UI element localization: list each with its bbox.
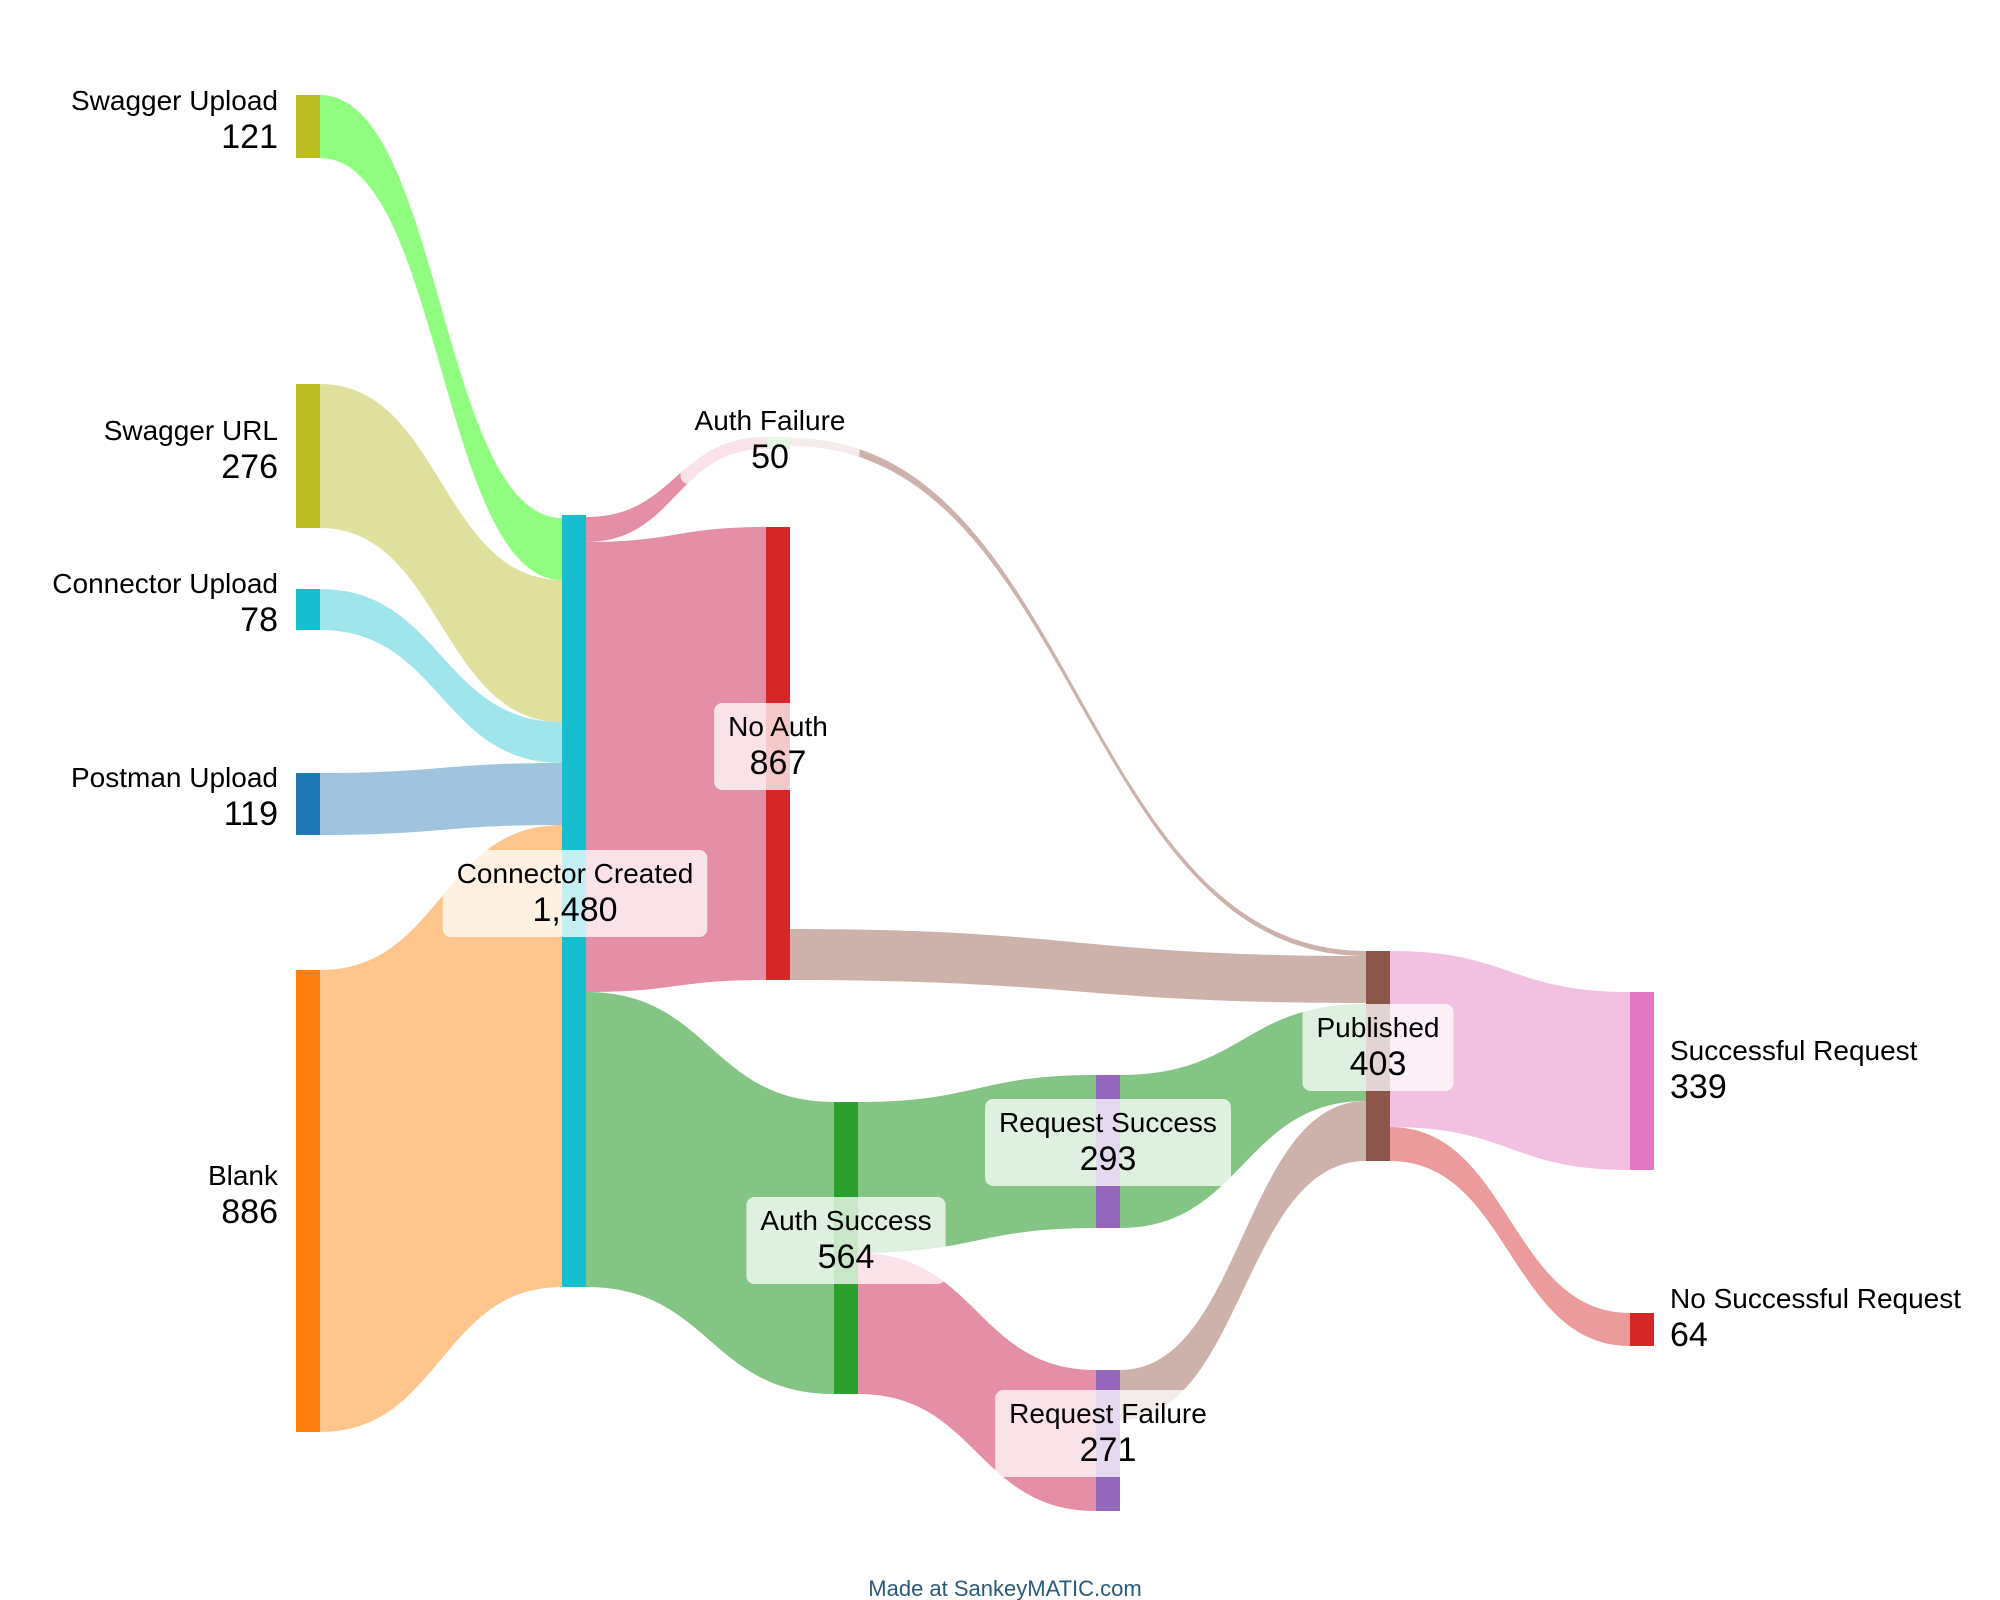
label-background — [680, 397, 860, 484]
label-background — [1302, 1004, 1454, 1091]
flow-auth-failure-to-published — [790, 438, 1366, 956]
node-name-postman-upload: Postman Upload — [71, 762, 278, 793]
node-name-auth-success: Auth Success — [760, 1205, 931, 1236]
node-name-no-auth: No Auth — [728, 711, 828, 742]
node-blank — [296, 970, 320, 1432]
label-background — [985, 1099, 1231, 1186]
node-value-postman-upload: 119 — [224, 795, 278, 833]
node-name-blank: Blank — [208, 1160, 279, 1191]
flow-swagger-upload-to-connector-created — [320, 95, 562, 580]
node-no-successful-request — [1630, 1313, 1654, 1346]
node-successful-request — [1630, 992, 1654, 1170]
node-name-connector-created: Connector Created — [457, 858, 694, 889]
flow-no-auth-to-published — [790, 929, 1366, 1003]
flow-published-to-no-successful-request — [1390, 1127, 1630, 1346]
node-value-published: 403 — [1350, 1045, 1407, 1083]
node-name-connector-upload: Connector Upload — [52, 568, 278, 599]
flow-postman-upload-to-connector-created — [320, 763, 562, 835]
node-value-no-auth: 867 — [750, 744, 807, 782]
node-value-request-failure: 271 — [1080, 1431, 1137, 1469]
node-value-connector-upload: 78 — [240, 601, 278, 639]
node-value-request-success: 293 — [1080, 1140, 1137, 1178]
node-postman-upload — [296, 773, 320, 835]
label-background — [442, 850, 708, 937]
node-name-swagger-upload: Swagger Upload — [71, 85, 278, 116]
flow-layer — [320, 95, 1630, 1511]
node-name-swagger-url: Swagger URL — [104, 415, 278, 446]
node-name-no-successful-request: No Successful Request — [1670, 1283, 1961, 1314]
node-value-swagger-url: 276 — [221, 448, 278, 486]
node-connector-upload — [296, 589, 320, 630]
flow-connector-upload-to-connector-created — [320, 589, 562, 763]
node-value-no-successful-request: 64 — [1670, 1316, 1708, 1354]
node-name-request-failure: Request Failure — [1009, 1398, 1207, 1429]
node-value-auth-success: 564 — [818, 1238, 875, 1276]
flow-connector-created-to-auth-failure — [586, 437, 766, 542]
node-swagger-url — [296, 384, 320, 528]
label-background — [995, 1390, 1221, 1477]
label-background — [746, 1197, 946, 1284]
credit-text: Made at SankeyMATIC.com — [868, 1576, 1141, 1600]
node-name-published: Published — [1317, 1012, 1440, 1043]
node-name-auth-failure: Auth Failure — [695, 405, 846, 436]
flow-request-failure-to-published — [1120, 1101, 1366, 1420]
flow-blank-to-connector-created — [320, 825, 562, 1432]
node-value-auth-failure: 50 — [751, 438, 789, 476]
node-value-blank: 886 — [221, 1193, 278, 1231]
node-swagger-upload — [296, 95, 320, 158]
flow-connector-created-to-auth-success — [586, 992, 834, 1394]
flow-swagger-url-to-connector-created — [320, 384, 562, 722]
node-name-request-success: Request Success — [999, 1107, 1217, 1138]
node-value-successful-request: 339 — [1670, 1068, 1727, 1106]
node-value-swagger-upload: 121 — [221, 118, 278, 156]
node-value-connector-created: 1,480 — [532, 891, 617, 929]
node-name-successful-request: Successful Request — [1670, 1035, 1918, 1066]
label-background — [714, 703, 842, 790]
